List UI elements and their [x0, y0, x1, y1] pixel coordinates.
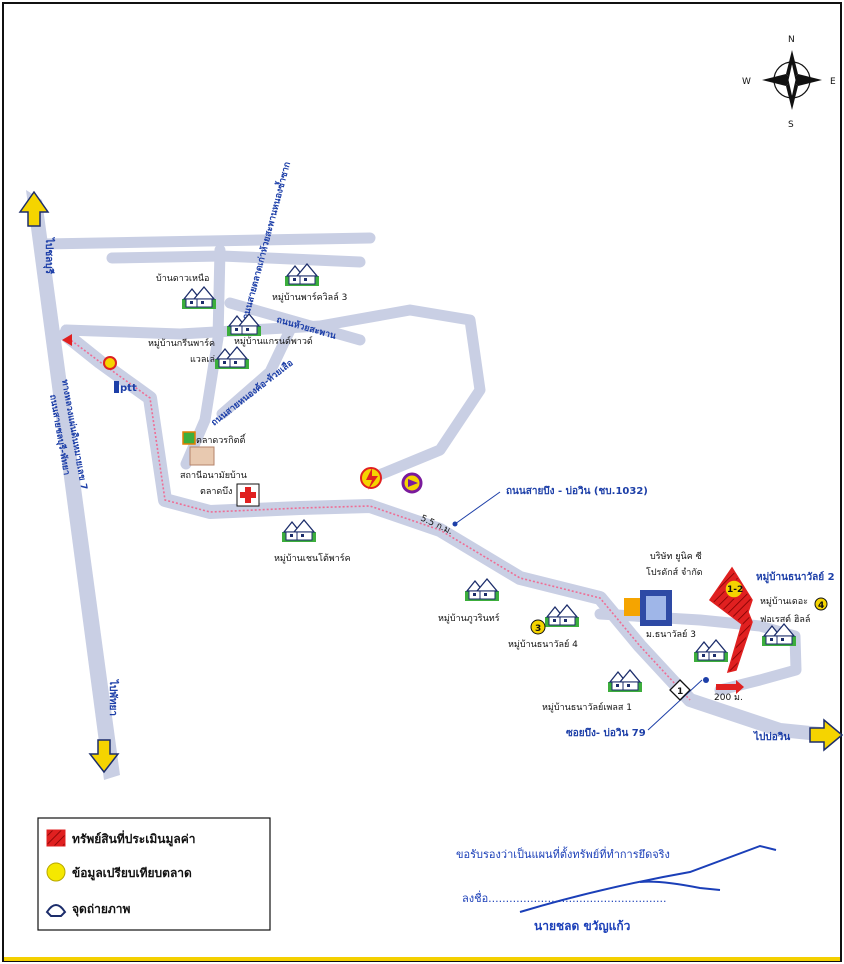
comparable-number-3: 3: [535, 624, 541, 634]
fuel-station-icon: [103, 356, 117, 370]
compass-w: W: [742, 77, 751, 87]
signature-line: ลงชื่อ..................................…: [462, 890, 667, 905]
place-thanawan4: หมู่บ้านธนาวัลย์ 4: [508, 638, 578, 650]
bottom-strip: [4, 957, 840, 961]
place-ptt: ptt: [120, 383, 137, 394]
arrow-to-bowin: [809, 718, 844, 752]
place-company-2: โปรดักส์ จำกัด: [646, 566, 703, 578]
direction-pattaya-label: ไปพัทยา: [107, 679, 120, 716]
post-office-icon: [401, 472, 423, 494]
place-health: สถานีอนามัยบ้าน: [180, 470, 247, 481]
place-grand-view: หมู่บ้านแกรนด์พาวด์: [234, 335, 313, 347]
place-green-park: หมู่บ้านกรีนพาร์ค: [148, 337, 215, 349]
place-thanawan3: ม.ธนาวัลย์ 3: [646, 628, 696, 640]
place-chain-park: หมู่บ้านเชนโต้พาร์ค: [274, 552, 351, 564]
parcel-number: 1-2: [727, 585, 743, 595]
house-icon: [607, 669, 643, 693]
comparable-number-4: 4: [818, 601, 824, 611]
main-road-dot: [452, 521, 458, 527]
photo-point-icon: [669, 679, 691, 701]
soi-label: ซอยบึง- บ่อวิน 79: [566, 727, 646, 739]
comparable-marker-4: [814, 597, 828, 611]
direction-chonburi-label: ไปชลบุรี: [43, 237, 56, 275]
legend: [37, 817, 271, 931]
main-road-label: ถนนสายบึง - บ่อวิน (ชบ.1032): [506, 485, 648, 497]
legend-subject-swatch: [46, 829, 66, 847]
arrow-to-pattaya: [88, 739, 120, 774]
signer-name: นายชลด ขวัญแก้ว: [534, 919, 631, 933]
house-icon: [281, 519, 317, 543]
soi-arrow: [716, 680, 744, 694]
compass-rose: [762, 50, 822, 110]
place-phuwarin: หมู่บ้านภูวรินทร์: [438, 612, 500, 624]
hospital-cross-icon: [236, 483, 260, 507]
distance-soi: 200 ม.: [714, 693, 743, 703]
place-park-ville: หมู่บ้านพาร์ควิลล์ 3: [272, 291, 347, 303]
compass-s: S: [788, 120, 794, 130]
house-icon: [181, 286, 217, 310]
electricity-icon: [360, 467, 382, 490]
market-icon: [182, 431, 196, 445]
health-photo-icon: [189, 446, 215, 466]
signature-mark: [519, 844, 777, 913]
house-icon: [693, 639, 729, 663]
house-icon: [544, 604, 580, 628]
flag-icon: [62, 334, 72, 346]
legend-comparable-swatch: [46, 862, 66, 882]
place-market: ตลาดวรกิตติ์: [196, 433, 247, 446]
compass-n: N: [788, 35, 795, 45]
ptt-icon: [114, 381, 119, 393]
place-company: บริษัท ยูนิค ซี: [650, 551, 702, 562]
legend-comparable-label: ข้อมูลเปรียบเทียบตลาด: [72, 866, 192, 881]
place-thanawan-plus1: หมู่บ้านธนาวัลย์เพลส 1: [542, 701, 632, 713]
highway-7: [26, 190, 120, 780]
direction-bowin-label: ไปบ่อวิน: [753, 730, 790, 743]
route-line: [67, 337, 691, 701]
place-health-2: ตลาดบึง: [200, 486, 232, 497]
factory-icon: [624, 590, 672, 626]
soi-entry-dot: [703, 677, 709, 683]
parcel-marker: [724, 579, 744, 599]
house-icon: [464, 578, 500, 602]
legend-photo-label: จุดถ่ายภาพ: [72, 902, 131, 917]
place-green-park-2: แวลเล่: [190, 355, 215, 365]
house-icon: [284, 263, 320, 287]
place-thanawan2: หมู่บ้านธนาวัลย์ 2: [756, 571, 835, 584]
certification-statement: ขอรับรองว่าเป็นแผนที่ตั้งทรัพย์ที่ทำการย…: [456, 846, 670, 861]
main-road-leader: [454, 491, 501, 525]
soi-leader: [647, 679, 703, 731]
comparable-marker-3: [530, 619, 546, 635]
place-forest-hill-2: ฟอเรสต์ ฮิลล์: [760, 613, 810, 625]
place-village-north: บ้านดาวเหนือ: [156, 273, 209, 284]
legend-subject-label: ทรัพย์สินที่ประเมินมูลค่า: [72, 830, 196, 847]
arrow-to-chonburi: [18, 190, 50, 227]
photo-point-number: 1: [677, 687, 683, 697]
legend-photo-icon: [45, 904, 67, 917]
place-forest-hill: หมู่บ้านเดอะ: [760, 596, 808, 607]
compass-e: E: [830, 77, 836, 87]
